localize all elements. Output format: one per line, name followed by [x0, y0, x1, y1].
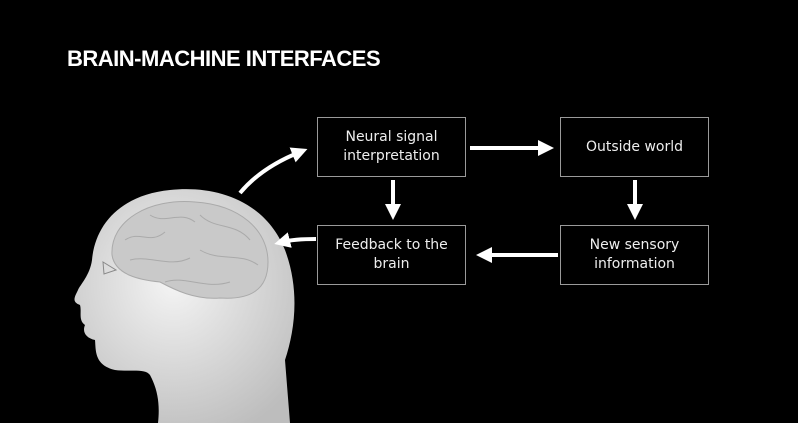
box-new-sensory: New sensory information [560, 225, 709, 285]
box-feedback: Feedback to the brain [317, 225, 466, 285]
box-outside-world: Outside world [560, 117, 709, 177]
slide-title: BRAIN-MACHINE INTERFACES [67, 46, 381, 71]
arrows [238, 140, 643, 263]
box-neural-signal: Neural signal interpretation [317, 117, 466, 177]
arrow-head-to-neural [238, 147, 308, 195]
head-illustration [74, 189, 295, 423]
arrow-feedback-to-head [274, 232, 317, 248]
